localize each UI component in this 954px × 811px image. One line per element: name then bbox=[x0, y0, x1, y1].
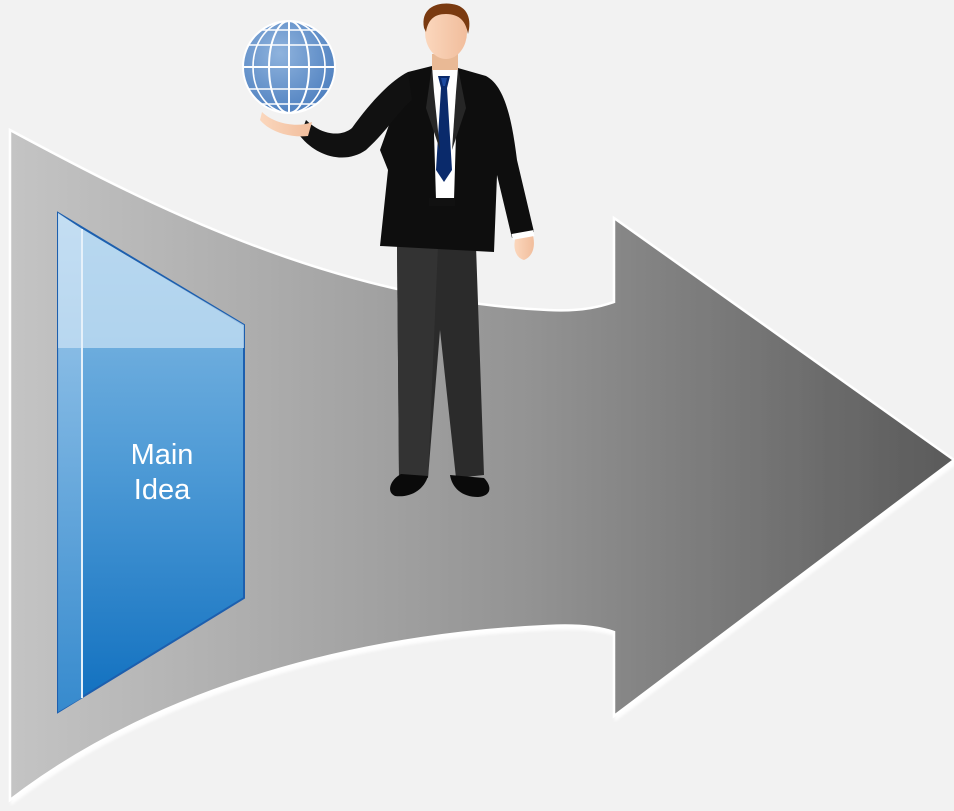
main-idea-label-line-1: Main bbox=[130, 439, 194, 471]
main-idea-label: Main Idea bbox=[84, 438, 240, 508]
globe-icon bbox=[242, 20, 336, 114]
businessman-figure bbox=[260, 3, 535, 497]
main-idea-panel bbox=[57, 211, 245, 714]
main-idea-label-line-2: Idea bbox=[133, 474, 191, 506]
